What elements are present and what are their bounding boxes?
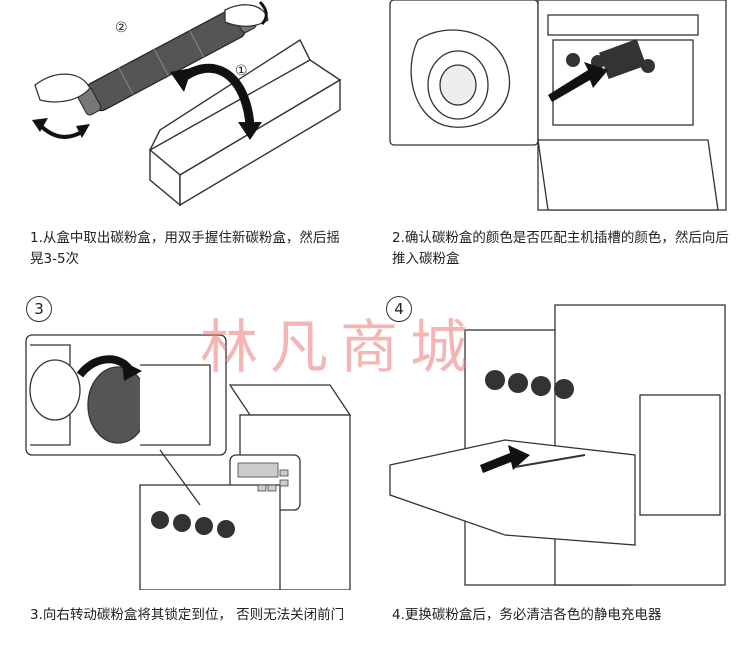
step2-caption: 2.确认碳粉盒的颜色是否匹配主机插槽的颜色，然后向后推入碳粉盒 <box>392 230 729 267</box>
step1-illustration: ② ① <box>10 0 345 215</box>
step4-illustration <box>385 295 730 590</box>
step3-badge: 3 <box>26 296 52 322</box>
step-marker: ② <box>115 20 128 36</box>
hand-icon <box>34 73 91 103</box>
step2-illustration <box>388 0 728 215</box>
step-marker: ① <box>235 63 248 79</box>
step3-caption: 3.向右转动碳粉盒将其锁定到位， 否则无法关闭前门 <box>30 607 345 623</box>
push-arrow-icon <box>548 62 608 102</box>
step4-badge: 4 <box>386 296 412 322</box>
hand-icon <box>224 4 269 27</box>
step1-caption: 1.从盒中取出碳粉盒，用双手握住新碳粉盒，然后摇晃3-5次 <box>30 230 340 267</box>
step4-caption: 4.更换碳粉盒后，务必清洁各色的静电充电器 <box>392 607 662 623</box>
step3-illustration <box>10 295 355 590</box>
